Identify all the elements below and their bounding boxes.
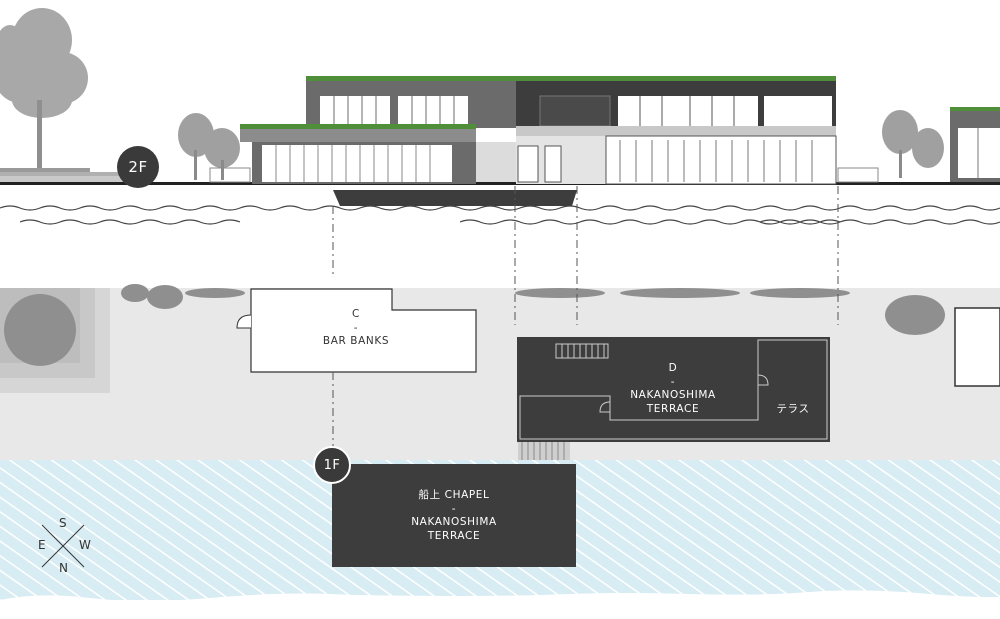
room-terrace-d — [517, 337, 830, 462]
label-terrace-annex: テラス — [776, 403, 810, 415]
building-left — [209, 76, 516, 184]
chapel-line-3: TERRACE — [427, 529, 481, 542]
terrace-d-dash: - — [670, 375, 676, 388]
room-bar-banks — [250, 288, 477, 373]
building-far-right — [950, 107, 1000, 182]
terrace-d-code: D — [668, 362, 678, 374]
left-steps — [0, 168, 90, 172]
label-terrace-d: D - NAKANOSHIMA TERRACE — [610, 362, 736, 416]
room-chapel — [332, 464, 576, 567]
floor-badge-2f: 2F — [117, 146, 159, 188]
floor-badge-1f: 1F — [313, 446, 351, 484]
chapel-line-1: 船上 CHAPEL — [418, 489, 490, 501]
compass-w: W — [79, 538, 91, 552]
waves — [0, 205, 1000, 225]
compass-s: S — [59, 516, 67, 530]
water-edge — [0, 590, 1000, 615]
label-bar-banks: C - BAR BANKS — [300, 308, 412, 349]
label-chapel: 船上 CHAPEL - NAKANOSHIMA TERRACE — [384, 489, 524, 543]
compass-icon — [41, 524, 85, 568]
bar-banks-code: C — [352, 308, 360, 320]
guide-lines — [332, 186, 839, 448]
chapel-line-2: NAKANOSHIMA — [411, 516, 497, 528]
chapel-dash: - — [451, 502, 457, 515]
tree-left — [0, 8, 88, 170]
ground-area — [0, 288, 1000, 460]
bar-banks-name: BAR BANKS — [322, 335, 390, 347]
building-right — [516, 76, 879, 185]
plaza-left — [0, 288, 110, 393]
elevation-view — [0, 8, 1000, 225]
compass-e: E — [38, 538, 46, 552]
boat — [333, 190, 577, 206]
tree-right — [882, 110, 944, 178]
tree-mid-left — [178, 113, 240, 180]
compass-n: N — [59, 561, 68, 575]
building-plan-right — [954, 307, 1000, 387]
terrace-d-name-2: TERRACE — [646, 402, 700, 415]
terrace-d-name-1: NAKANOSHIMA — [630, 389, 716, 401]
ground-line — [0, 182, 1000, 185]
shrubs — [121, 284, 945, 335]
bar-banks-dash: - — [353, 321, 359, 334]
door-icon — [236, 314, 252, 329]
